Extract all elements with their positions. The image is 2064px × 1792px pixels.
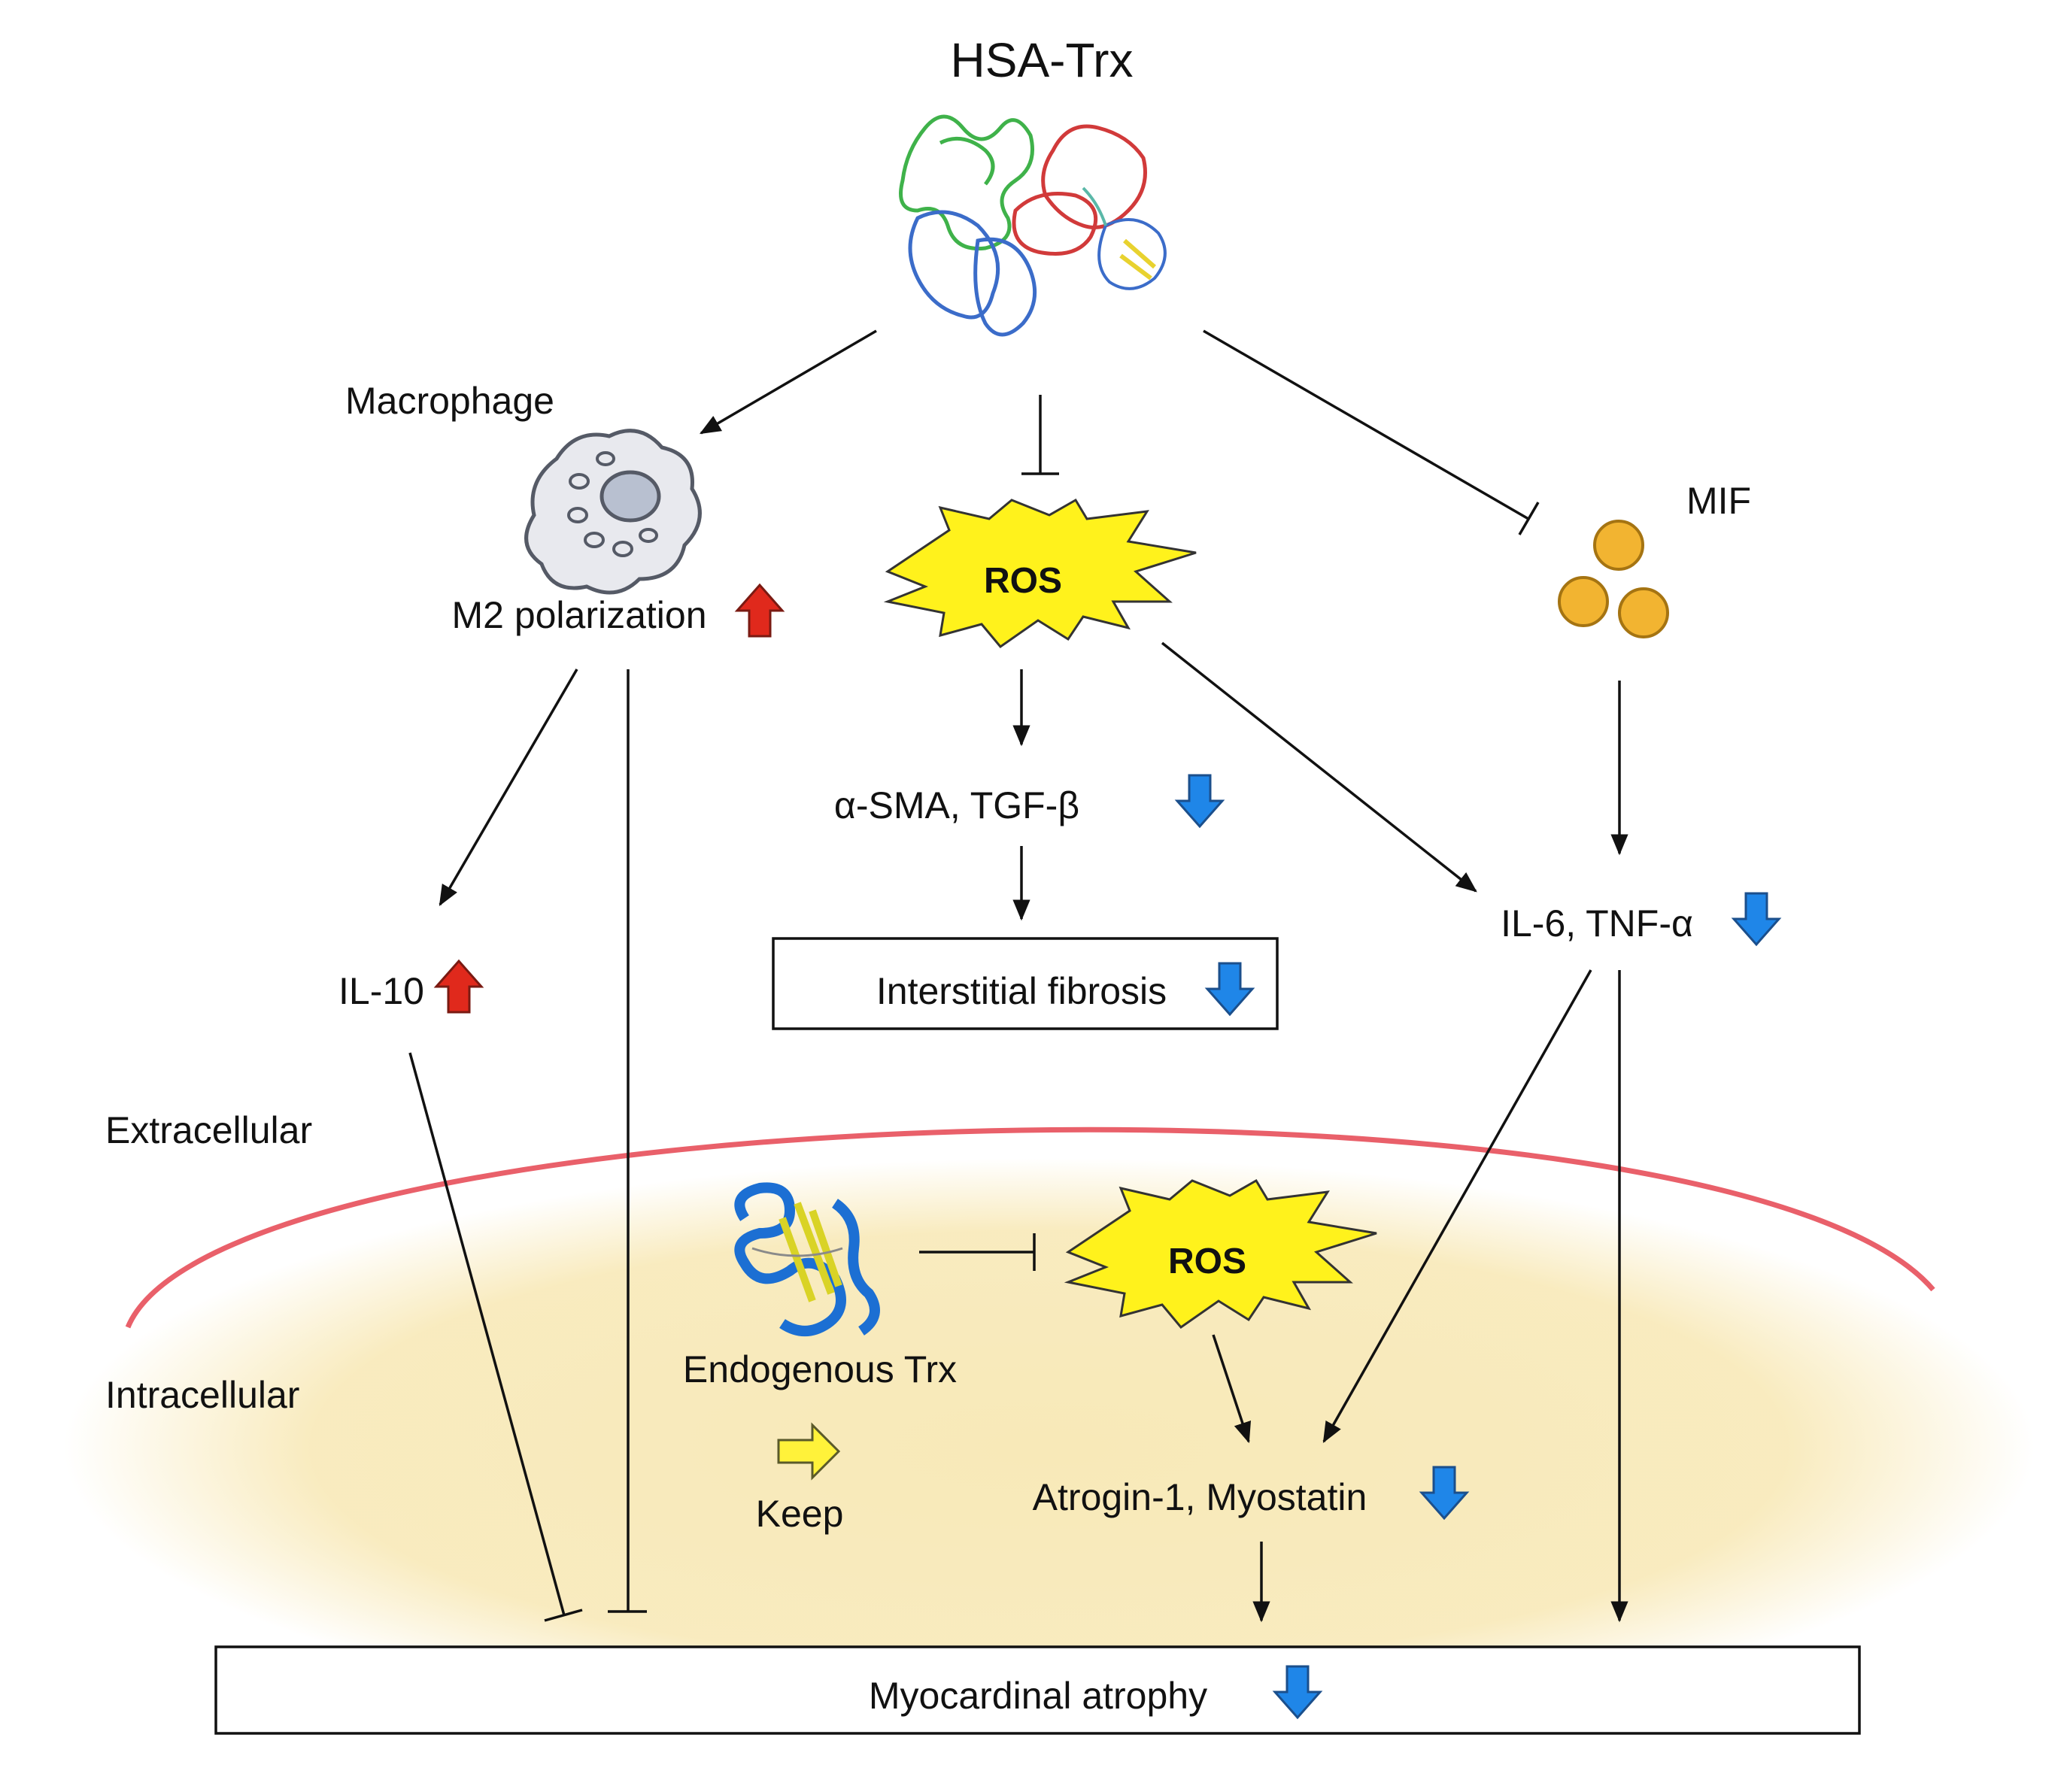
- edge-il10-inhibits-atrophy: [408, 1052, 566, 1616]
- macrophage-label: Macrophage: [345, 380, 554, 422]
- edge-ros-to-atrogin: [1212, 1334, 1252, 1444]
- ros-intracellular-label: ROS: [1168, 1242, 1246, 1281]
- edge-hsatrx-to-macrophage: [699, 329, 877, 435]
- diagram-title: HSA-Trx: [951, 33, 1134, 87]
- m2-polarization-label: M2 polarization: [451, 594, 706, 636]
- endogenous-trx-label: Endogenous Trx: [683, 1348, 957, 1390]
- mif-label: MIF: [1686, 480, 1751, 522]
- intracellular-label: Intracellular: [105, 1374, 299, 1416]
- ros-burst-icon: [883, 498, 1197, 649]
- protein-structure-icon: [899, 114, 1167, 337]
- edge-ros-to-il6: [1161, 641, 1477, 893]
- inhibit-bar-mif: [1518, 502, 1540, 535]
- asma-down-arrow-icon: [1176, 774, 1224, 828]
- ros-label: ROS: [984, 561, 1062, 601]
- mif-particles-icon: [1558, 520, 1669, 638]
- myocardial-atrophy-label: Myocardinal atrophy: [869, 1675, 1207, 1717]
- atrogin-myostatin-label: Atrogin-1, Myostatin: [1033, 1476, 1367, 1518]
- edge-hsatrx-inhibits-mif: [1203, 329, 1529, 520]
- il6-tnfa-label: IL-6, TNF-α: [1501, 902, 1693, 945]
- interstitial-fibrosis-label: Interstitial fibrosis: [876, 970, 1167, 1012]
- asma-tgfb-label: α-SMA, TGF-β: [834, 784, 1079, 826]
- ros-intracellular-burst-icon: [1064, 1178, 1377, 1330]
- edge-il6-to-atrogin: [1322, 969, 1592, 1444]
- keep-label: Keep: [756, 1493, 844, 1535]
- interstitial-fibrosis-box: [772, 937, 1279, 1030]
- inhibit-bar-il10: [544, 1609, 583, 1622]
- edge-m2-to-il10: [439, 669, 578, 907]
- keep-arrow-icon: [777, 1422, 841, 1481]
- il10-label: IL-10: [338, 970, 424, 1012]
- macrophage-icon: [524, 429, 702, 595]
- myocardial-atrophy-box: [214, 1645, 1861, 1735]
- il6-down-arrow-icon: [1732, 892, 1780, 946]
- m2-up-arrow-icon: [736, 584, 784, 638]
- endogenous-trx-icon: [734, 1182, 880, 1336]
- il10-up-arrow-icon: [435, 960, 483, 1014]
- extracellular-label: Extracellular: [105, 1109, 312, 1151]
- cell-membrane: [125, 1126, 1935, 1329]
